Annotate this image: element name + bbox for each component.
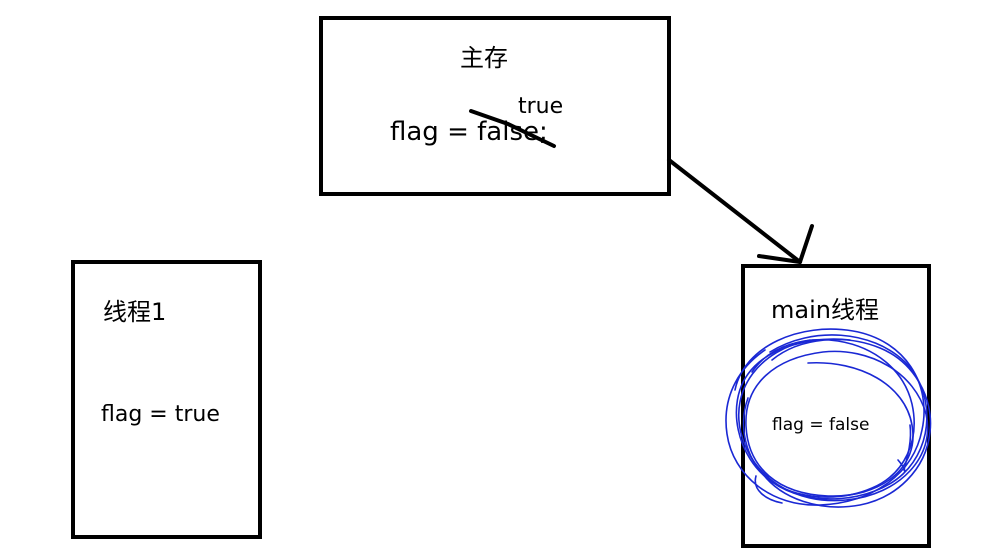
- thread1-flag-value: flag = true: [101, 402, 220, 427]
- main-memory-overwrite-value: true: [518, 94, 564, 119]
- sync-arrow: [667, 158, 814, 264]
- main-thread-box: main线程 flag = false: [741, 264, 931, 548]
- main-memory-flag-value: flag = false;: [390, 117, 548, 147]
- main-memory-title: 主存: [460, 44, 508, 72]
- main-thread-title: main线程: [771, 296, 879, 324]
- main-thread-flag-value: flag = false: [772, 415, 870, 435]
- main-memory-box: 主存 flag = false; true: [319, 16, 671, 196]
- thread1-box: 线程1 flag = true: [71, 260, 262, 539]
- thread1-title: 线程1: [103, 298, 167, 326]
